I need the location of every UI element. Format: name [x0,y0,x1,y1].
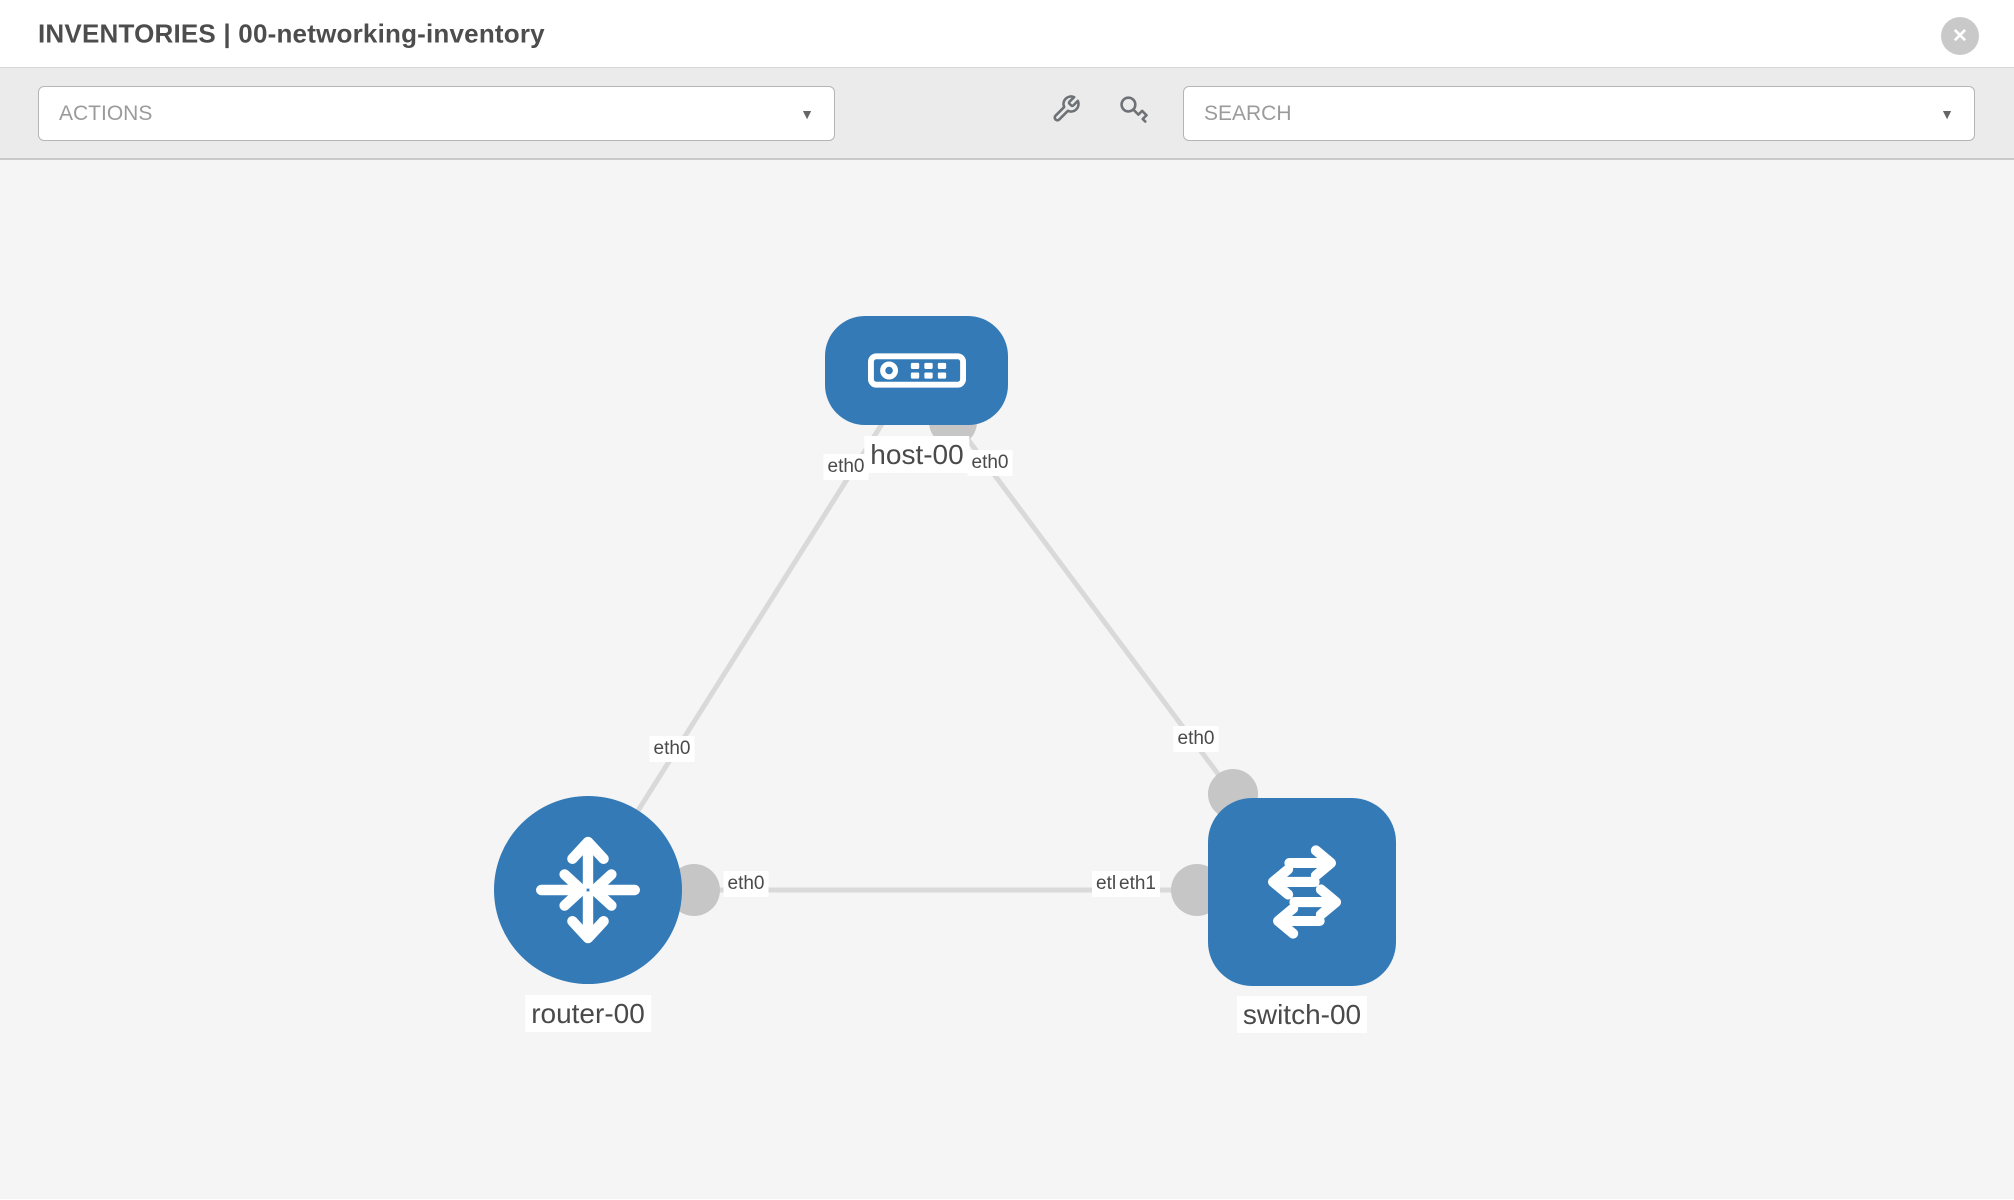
port-label: eth0 [823,454,869,480]
node-switch-00[interactable] [1208,798,1396,986]
actions-dropdown-label: ACTIONS [59,101,153,125]
search-dropdown-label: SEARCH [1204,101,1292,125]
toolbar: ACTIONS ▼ SEARCH ▼ [0,68,2014,160]
router-icon [536,836,640,944]
host-icon [867,353,966,388]
topology-canvas[interactable]: host-00 router-00 switch-00 eth0 eth0 et… [0,160,2014,1199]
actions-dropdown[interactable]: ACTIONS ▼ [38,86,835,141]
port-label: eth0 [967,450,1013,476]
node-label: host-00 [864,436,970,473]
header-bar: INVENTORIES | 00-networking-inventory ✕ [0,0,2014,68]
node-label: switch-00 [1236,996,1368,1033]
port-label: eth0 [1173,726,1219,752]
credentials-button[interactable] [1117,92,1151,126]
chevron-down-icon: ▼ [1940,105,1954,122]
port-label: eth0 [723,871,769,897]
close-button[interactable]: ✕ [1941,17,1979,55]
node-label: router-00 [525,995,651,1032]
search-dropdown[interactable]: SEARCH ▼ [1183,86,1975,141]
port-label: eth0 [649,736,695,762]
node-host-00[interactable] [825,316,1008,425]
port-label: eth1 [1115,871,1160,897]
wrench-icon [1053,95,1080,122]
node-router-00[interactable] [494,796,682,984]
close-icon: ✕ [1952,25,1968,47]
page-title: INVENTORIES | 00-networking-inventory [38,18,545,48]
configure-button[interactable] [1049,92,1083,126]
switch-icon [1267,845,1342,939]
chevron-down-icon: ▼ [800,105,814,122]
link-lines [585,368,1236,893]
key-icon [1120,96,1148,123]
